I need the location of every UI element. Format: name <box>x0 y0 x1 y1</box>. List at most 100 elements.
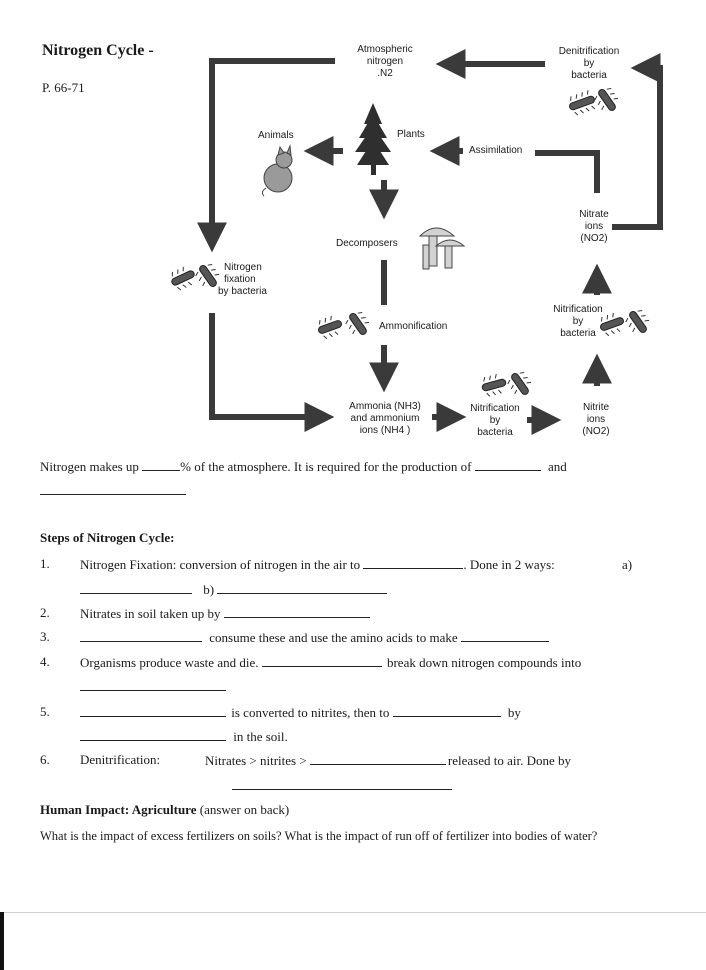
step-2-line: Nitrates in soil taken up by <box>80 605 370 622</box>
label-line: bacteria <box>477 427 513 438</box>
arrow-fixation-to-ammonia <box>209 313 335 432</box>
label-line: by <box>583 58 595 69</box>
step-3-number: 3. <box>40 629 50 644</box>
blank-production[interactable] <box>474 458 541 471</box>
label-denitrification: Denitrification by bacteria <box>548 46 630 82</box>
blank-intro-line2[interactable] <box>40 482 186 495</box>
label-line: ions <box>586 414 606 425</box>
blank-step-1-a[interactable] <box>80 581 192 594</box>
label-assimilation: Assimilation <box>469 145 523 156</box>
blank-step-1[interactable] <box>363 556 464 569</box>
blank-step-3-b[interactable] <box>460 629 549 642</box>
blank-step-1-b[interactable] <box>217 581 388 594</box>
step-1-text: Nitrogen Fixation: conversion of nitroge… <box>80 557 361 572</box>
step-5-number: 5. <box>40 704 50 719</box>
arrow-nitrate-to-denitrification <box>612 53 663 230</box>
step-5-by: by <box>507 705 521 720</box>
mushroom-icon <box>418 227 466 270</box>
impact-question: What is the impact of excess fertilizers… <box>40 829 598 843</box>
label-line: Nitrogen <box>224 262 262 273</box>
label-line: bacteria <box>560 328 596 339</box>
label-line: nitrogen <box>366 56 404 67</box>
label-line: Nitrification <box>553 304 603 315</box>
label-line: ions <box>584 221 604 232</box>
label-line: Atmospheric <box>357 44 413 55</box>
label-line: fixation <box>224 274 256 285</box>
label-line: ions (NH4 ) <box>359 425 411 436</box>
label-ammonification: Ammonification <box>379 321 448 332</box>
impact-heading: Human Impact: Agriculture (answer on bac… <box>40 802 289 818</box>
label-line: by <box>572 316 584 327</box>
label-decomposers: Decomposers <box>336 238 398 249</box>
scan-edge-bar <box>0 912 4 970</box>
step-1-number: 1. <box>40 556 50 571</box>
label-line: by bacteria <box>218 286 267 297</box>
step-4-number: 4. <box>40 654 50 669</box>
step-5-line: is converted to nitrites, then to by <box>80 704 521 721</box>
label-nitrate-ions: Nitrate ions (NO2) <box>567 209 621 245</box>
intro-text-a: Nitrogen makes up <box>40 459 139 474</box>
blank-step-3-a[interactable] <box>80 629 202 642</box>
intro-text-b: % of the atmosphere. It is required for … <box>180 459 472 474</box>
label-line: Nitrification <box>470 403 520 414</box>
step-3-text: consume these and use the amino acids to… <box>209 630 458 645</box>
step-1-b: b) <box>203 582 215 597</box>
step-4-tail: break down nitrogen compounds into <box>386 655 582 670</box>
step-3-line: consume these and use the amino acids to… <box>80 629 549 646</box>
intro-text-c: and <box>548 459 567 474</box>
step-6-line: Nitrates > nitrites > released to air. D… <box>205 752 571 769</box>
page-reference: P. 66-71 <box>42 80 85 95</box>
label-line: and ammonium <box>350 413 420 424</box>
label-line: .N2 <box>377 68 393 79</box>
step-2-number: 2. <box>40 605 50 620</box>
bacteria-icon <box>171 88 650 397</box>
label-line: Nitrate <box>579 209 609 220</box>
step-2-text: Nitrates in soil taken up by <box>80 606 221 621</box>
step-6-tail: released to air. Done by <box>447 753 572 768</box>
step-5-soil: in the soil. <box>233 729 288 744</box>
cat-icon <box>261 144 293 197</box>
label-line: Nitrite <box>582 402 610 413</box>
blank-step-6-b[interactable] <box>232 777 452 790</box>
label-atmospheric-nitrogen: Atmospheric nitrogen .N2 <box>340 44 430 80</box>
step-1-a: a) <box>622 557 633 572</box>
step-1-line2: b) <box>80 581 388 598</box>
blank-step-4[interactable] <box>261 654 382 667</box>
arrow-assimilation <box>535 150 600 193</box>
label-nitrite-ions: Nitrite ions (NO2) <box>574 402 618 438</box>
step-4-line: Organisms produce waste and die. break d… <box>80 654 581 671</box>
label-animals: Animals <box>258 130 294 141</box>
label-plants: Plants <box>397 129 425 140</box>
label-line: Denitrification <box>558 46 620 57</box>
tree-icon <box>355 103 391 175</box>
page-title: Nitrogen Cycle - <box>42 42 154 59</box>
blank-percent[interactable] <box>142 458 181 471</box>
label-ammonia: Ammonia (NH3) and ammonium ions (NH4 ) <box>340 401 430 437</box>
label-nitrification-right: Nitrification by bacteria <box>548 304 608 340</box>
impact-heading-bold: Human Impact: Agriculture <box>40 802 197 817</box>
label-line: (NO2) <box>582 426 610 437</box>
step-5-line2: in the soil. <box>80 728 288 745</box>
blank-step-2[interactable] <box>223 605 370 618</box>
label-line: (NO2) <box>580 233 608 244</box>
step-5-text: is converted to nitrites, then to <box>231 705 390 720</box>
step-4-text: Organisms produce waste and die. <box>80 655 259 670</box>
intro-line: Nitrogen makes up % of the atmosphere. I… <box>40 458 567 475</box>
label-line: by <box>489 415 501 426</box>
step-6-number: 6. <box>40 752 50 767</box>
step-6-text: Nitrates > nitrites > <box>205 753 307 768</box>
label-nitrogen-fixation: Nitrogen fixation by bacteria <box>218 262 267 298</box>
blank-step-6-a[interactable] <box>309 752 446 765</box>
blank-step-5-b[interactable] <box>392 704 501 717</box>
step-6-label: Denitrification: <box>80 752 161 767</box>
step-1-line: Nitrogen Fixation: conversion of nitroge… <box>80 556 555 573</box>
blank-step-4-line2[interactable] <box>80 678 226 691</box>
blank-step-5-c[interactable] <box>80 728 226 741</box>
blank-step-5-a[interactable] <box>80 704 226 717</box>
steps-heading: Steps of Nitrogen Cycle: <box>40 530 175 545</box>
impact-heading-rest: (answer on back) <box>196 802 290 817</box>
label-line: Ammonia (NH3) <box>349 401 421 412</box>
step-1-tail: . Done in 2 ways: <box>463 557 555 572</box>
page-bottom-rule <box>0 912 706 913</box>
nitrogen-cycle-diagram <box>171 49 663 435</box>
